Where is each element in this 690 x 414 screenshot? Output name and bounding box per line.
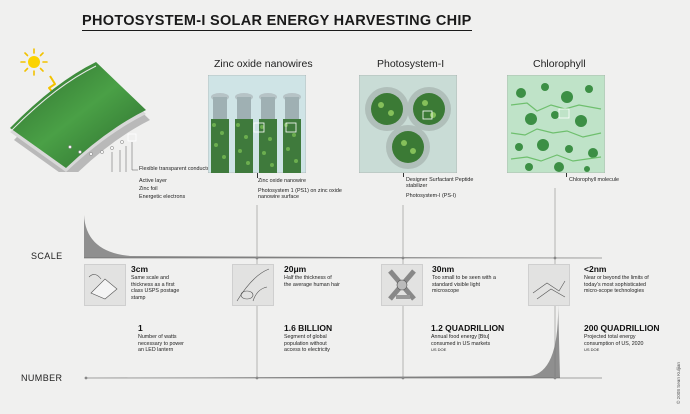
number-value-2: 1.6 BILLION xyxy=(284,323,333,333)
panel-title-nanowires: Zinc oxide nanowires xyxy=(214,58,313,70)
page-title: PHOTOSYSTEM-I SOLAR ENERGY HARVESTING CH… xyxy=(82,13,472,31)
callout-ps1: Photosystem-I (PS-I) xyxy=(406,193,457,199)
scale-desc-3: Too small to be seen with a standard vis… xyxy=(432,275,496,295)
photosystem-panel xyxy=(359,75,457,173)
scale-desc-4: Near or beyond the limits of today's mos… xyxy=(584,275,649,295)
chlorophyll-panel xyxy=(507,75,605,173)
scale-value-3: 30nm xyxy=(432,264,455,274)
scale-row-label: SCALE xyxy=(31,251,63,261)
solar-chip-illustration xyxy=(9,62,150,172)
panel-title-chlorophyll: Chlorophyll xyxy=(533,58,586,70)
microscope-icon xyxy=(381,264,423,306)
number-value-3: 1.2 QUADRILLION xyxy=(431,323,505,333)
callout-active-layer: Active layer xyxy=(139,178,167,184)
scale-desc-2: Half the thickness of the average human … xyxy=(284,275,340,288)
number-desc-3: Annual food energy [Btu] consumed in US … xyxy=(431,334,491,347)
postage-stamp-icon xyxy=(84,264,126,306)
scale-value-4: <2nm xyxy=(584,264,607,274)
molecule-sketch-icon xyxy=(528,264,570,306)
callout-nanowire: Zinc oxide nanowire xyxy=(258,178,306,184)
number-source-4: US DOE xyxy=(584,347,600,352)
number-desc-1: Number of watts necessary to power an LE… xyxy=(138,334,184,354)
number-value-1: 1 xyxy=(138,323,143,333)
callout-peptide: Designer Surfactant Peptide stabilizer xyxy=(406,177,474,190)
callout-chlorophyll: Chlorophyll molecule xyxy=(569,177,620,183)
number-desc-2: Segment of global population without acc… xyxy=(284,334,330,354)
number-source-3: US DOE xyxy=(431,347,447,352)
callout-zinc-foil: Zinc foil xyxy=(139,186,158,192)
number-value-4: 200 QUADRILLION xyxy=(584,323,660,333)
panel-title-ps1: Photosystem-I xyxy=(377,58,445,70)
number-desc-4: Projected total energy consumption of US… xyxy=(584,334,644,347)
number-row-label: NUMBER xyxy=(21,373,63,383)
scale-value-1: 3cm xyxy=(131,264,149,274)
callout-conductor: Flexible transparent conductor xyxy=(139,166,212,172)
scale-wedge xyxy=(84,215,602,258)
nanowires-panel xyxy=(208,75,306,173)
copyright-credit: © 2008 Sean Kuljian xyxy=(676,362,681,404)
callout-electrons: Energetic electrons xyxy=(139,194,186,200)
scale-desc-1: Same scale and thickness as a first clas… xyxy=(131,275,180,301)
callout-ps1-surface: Photosystem 1 (PS1) on zinc oxide nanowi… xyxy=(258,188,342,201)
scale-value-2: 20μm xyxy=(284,264,307,274)
human-hair-icon xyxy=(232,264,274,306)
